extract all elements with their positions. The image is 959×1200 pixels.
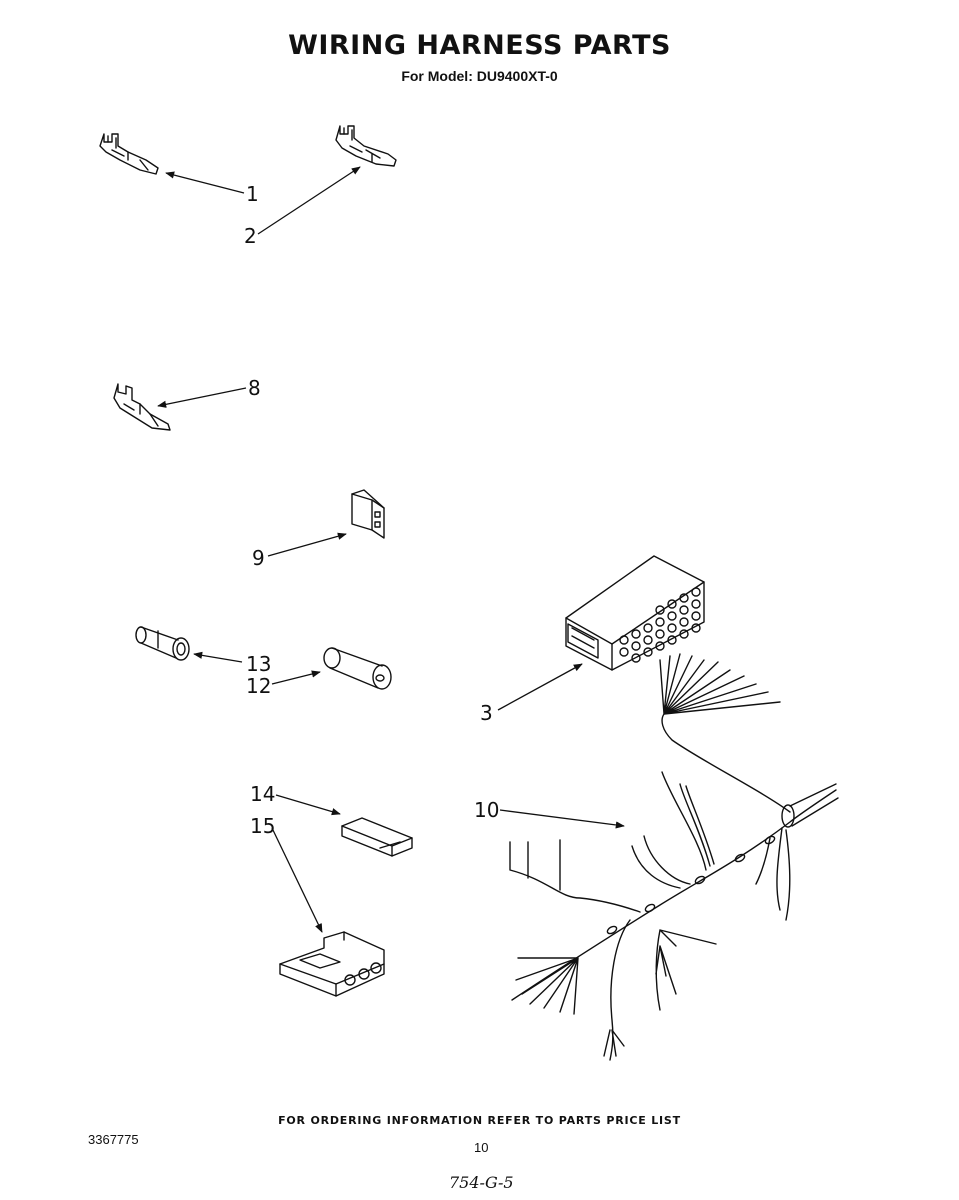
part-13-sleeve-drawing [135,626,190,661]
handwritten-note: 754-G-5 [449,1173,514,1192]
part-3-connector-block-drawing [565,555,705,671]
part-15-housing-drawing [279,931,385,997]
ordering-note: FOR ORDERING INFORMATION REFER TO PARTS … [278,1114,681,1127]
part-2-terminal-drawing [335,125,397,167]
callout-3: 3 [480,701,493,725]
leader-15 [271,827,323,933]
part-8-terminal-drawing [113,383,171,431]
part-12-tube-drawing [323,647,392,690]
model-subtitle: For Model: DU9400XT-0 [401,68,558,84]
page-title: WIRING HARNESS PARTS [288,30,671,61]
part-9-connector-drawing [351,489,385,539]
callout-13: 13 [246,652,272,676]
callout-14: 14 [250,782,276,806]
leader-9 [267,532,347,557]
leader-2 [257,166,361,235]
leader-lines [157,166,625,933]
part-14-clip-drawing [341,817,413,857]
leader-14 [275,794,341,816]
leader-3 [497,663,583,711]
pin-holes [619,587,701,663]
leader-1 [165,171,245,194]
leader-8 [157,387,247,408]
callout-9: 9 [252,546,265,570]
leader-10 [499,809,625,829]
leader-12 [271,670,321,685]
callout-15: 15 [250,814,276,838]
part-1-terminal-drawing [99,133,159,175]
callout-8: 8 [248,376,261,400]
callout-12: 12 [246,674,272,698]
document-number: 3367775 [88,1132,139,1147]
callout-1: 1 [246,182,259,206]
leader-13 [193,651,243,663]
callout-10: 10 [474,798,500,822]
callout-2: 2 [244,224,257,248]
page-number: 10 [474,1140,489,1155]
part-10-wire-harness-drawing [509,653,839,1061]
